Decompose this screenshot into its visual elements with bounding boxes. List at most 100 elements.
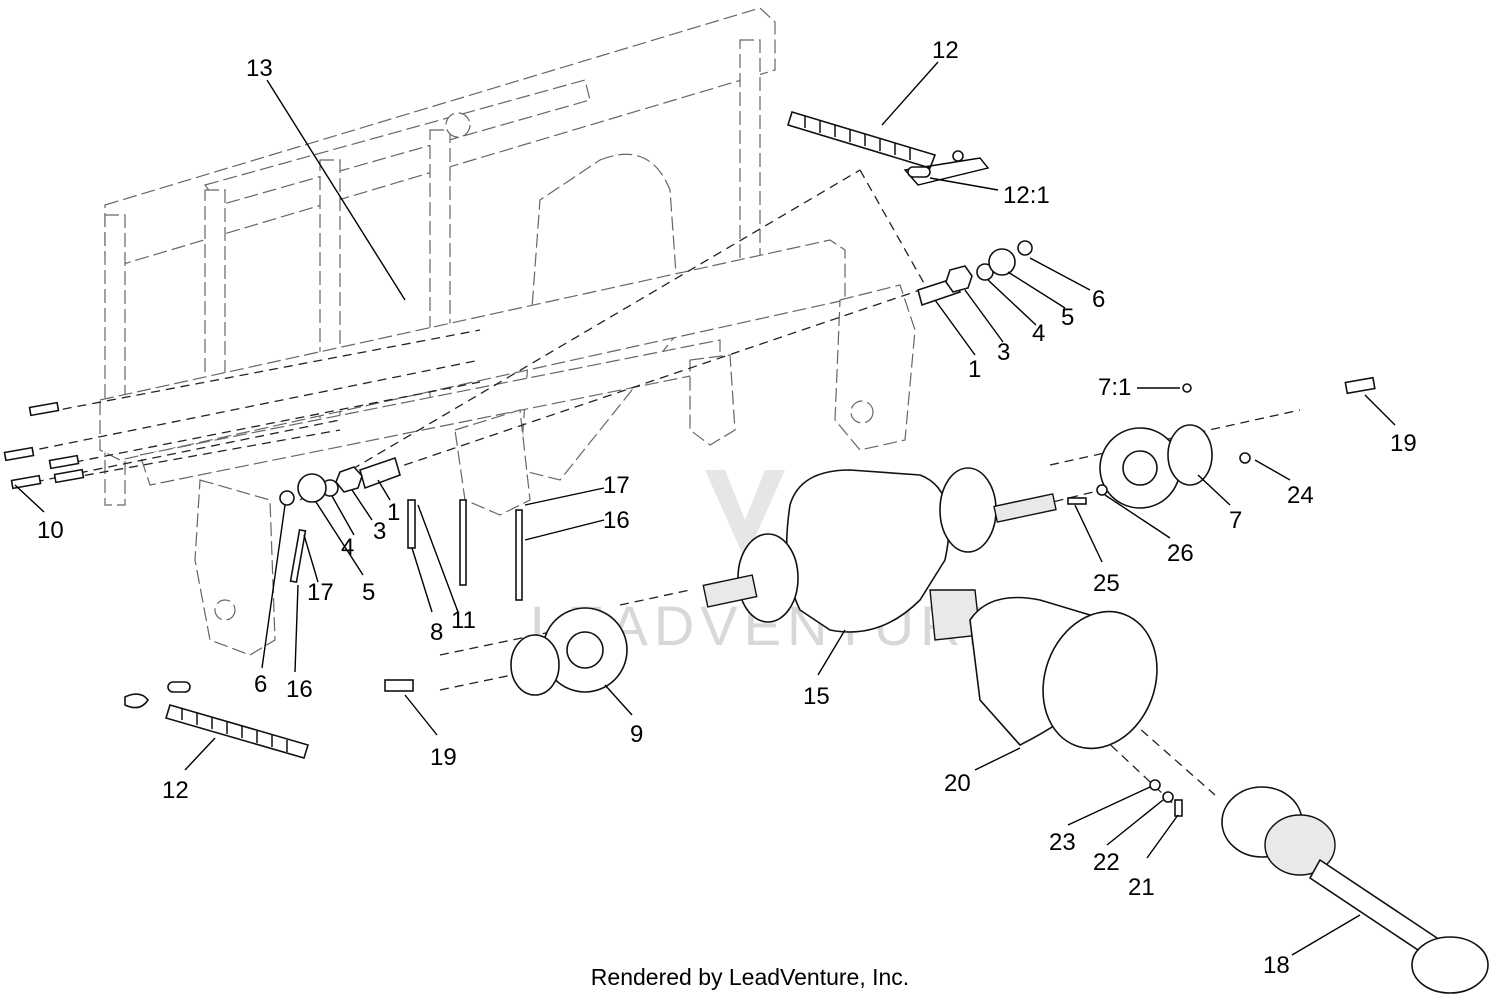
sprocket-9-assembly [510, 607, 628, 696]
leader-5a [1007, 271, 1066, 309]
leader-20 [974, 747, 1021, 771]
key-19-right [1344, 376, 1376, 395]
assembly-line [47, 329, 481, 413]
callout-7-1: 7:1 [1098, 374, 1131, 401]
bolt-25 [1067, 497, 1087, 505]
callout-17-left: 17 [307, 579, 334, 606]
callout-15: 15 [803, 683, 830, 710]
nut-26 [1096, 484, 1108, 496]
main-frame [99, 7, 916, 656]
pin-16-hitch [459, 499, 467, 586]
callout-12-1: 12:1 [1003, 182, 1050, 209]
pto-yoke-rear [1411, 936, 1489, 994]
callout-16-center: 16 [603, 507, 630, 534]
callout-1-right: 1 [968, 356, 981, 383]
callout-17-center: 17 [603, 472, 630, 499]
pin-16-left [289, 528, 307, 584]
callout-12-top: 12 [932, 37, 959, 64]
frame-leg-hole-right [850, 400, 874, 424]
callout-13: 13 [246, 55, 273, 82]
assembly-line [389, 289, 921, 471]
leader-13 [266, 79, 406, 301]
leader-16a [294, 584, 299, 673]
assembly-line [1129, 719, 1216, 796]
frame-leg-hole-left [214, 599, 236, 621]
frame-upper-arch [203, 79, 591, 206]
frame-lower-beam [99, 239, 846, 461]
pto-shaft-tube [1308, 858, 1442, 960]
callout-3-left: 3 [373, 518, 386, 545]
assembly-line [69, 429, 341, 479]
leader-4b [331, 495, 355, 536]
frame-top-hole [445, 112, 471, 138]
callout-1-left: 1 [387, 499, 400, 526]
frame-hitch-bracket-left [454, 409, 531, 516]
assembly-line [19, 419, 341, 486]
callout-20: 20 [944, 770, 971, 797]
sprocket-7-bore [1122, 450, 1158, 486]
callout-11: 11 [451, 607, 476, 634]
left-bolt-10-e [53, 468, 85, 484]
roller-chain-top-links [804, 116, 911, 160]
leader-16b [524, 519, 605, 541]
gearbox-right-flange [939, 467, 997, 553]
assembly-line [859, 169, 926, 286]
connector-link-frame [903, 157, 990, 186]
hardware-bolts [1067, 452, 1251, 817]
leader-19b [404, 694, 438, 736]
callout-6-right: 6 [1092, 286, 1105, 313]
assembly-line [439, 629, 561, 656]
leader-12_1 [929, 177, 999, 191]
callout-5-left: 5 [362, 579, 375, 606]
leader-9 [604, 684, 633, 716]
connector-link-bottom [124, 693, 149, 709]
left-idler-bolt [359, 456, 401, 490]
left-bolt-10-c [48, 454, 80, 470]
sprocket-9-hub [510, 634, 560, 696]
leader-26 [1104, 494, 1171, 539]
leader-17b [524, 487, 605, 506]
callout-6-left: 6 [254, 671, 267, 698]
assembly-line [9, 359, 481, 456]
leader-21 [1146, 814, 1179, 859]
gearbox-input-shaft [702, 574, 758, 608]
gearbox [702, 467, 1057, 641]
left-idler-sprocket [297, 473, 327, 503]
sprocket-7-hub [1167, 424, 1213, 486]
leader-22 [1106, 799, 1164, 846]
leader-lines [14, 61, 1396, 956]
bolt-24 [1239, 452, 1251, 464]
roller-chain-top [786, 111, 990, 186]
key-19-left [384, 679, 414, 692]
leader-23 [1067, 786, 1151, 826]
leader-1a [934, 299, 976, 356]
roller-chain-bottom [124, 681, 310, 759]
gearbox-shield-opening [1042, 610, 1158, 750]
callout-22: 22 [1093, 849, 1120, 876]
lock-washer-22 [1162, 791, 1174, 803]
render-credit: Rendered by LeadVenture, Inc. [590, 964, 910, 990]
bolt-8 [407, 499, 416, 549]
callout-8: 8 [430, 619, 443, 646]
assembly-line [619, 589, 691, 606]
leader-19a [1364, 394, 1396, 426]
roller-chain-bottom-links [181, 708, 288, 752]
callout-labels: 13 12 12:1 6 5 4 3 1 7:1 19 24 7 26 25 1… [37, 37, 1417, 979]
callout-21: 21 [1128, 874, 1155, 901]
bolt-21 [1174, 799, 1183, 817]
leader-6b [261, 504, 286, 669]
leader-3b [351, 489, 373, 521]
frame-left-leg [194, 479, 276, 656]
leader-4a [987, 279, 1037, 326]
right-idler-spacer [1017, 240, 1033, 256]
connector-plate-bottom [167, 681, 191, 693]
callout-10: 10 [37, 517, 64, 544]
leader-5b [315, 501, 364, 576]
leader-8 [411, 547, 433, 613]
frame-left-post [104, 214, 126, 506]
gearbox-shield [969, 596, 1158, 750]
callout-18: 18 [1263, 952, 1290, 979]
sprocket-9-bore [566, 631, 604, 669]
leader-6a [1029, 257, 1091, 291]
